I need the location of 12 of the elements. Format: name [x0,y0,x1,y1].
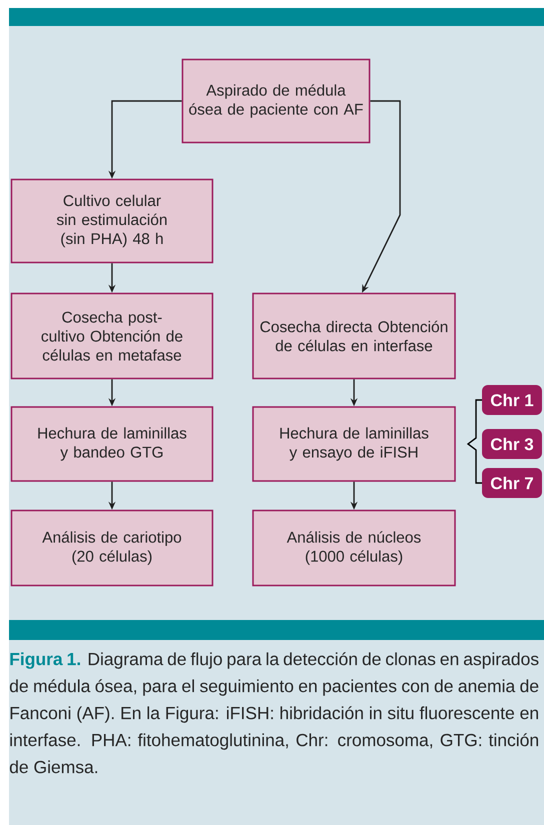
process-box: Análisis de cariotipo (20 células) [10,510,214,586]
label-badge: Chr 3 [482,429,542,459]
process-box: Hechura de laminillas y ensayo de iFISH [252,406,456,482]
process-box: Cultivo celular sin estimulación (sin PHA) 48 h [10,178,214,264]
caption: Figura 1. Diagrama de flujo para la detección de clonas en aspirados de médula ósea, para el seguimiento en pacientes con de anemia de Fanconi (AF). En la Figura: iFISH: hibridación in situ fluorescente en interfase. PHA: fitohematoglutinina, Chr: cromosoma, GTG: tinción de Giemsa. [10,652,538,774]
label-badge: Chr 7 [482,468,542,498]
process-box: Análisis de núcleos (1000 células) [252,510,456,586]
process-box: Aspirado de médula ósea de paciente con AF [182,58,370,144]
process-box: Cosecha post-cultivo Obtención de células en metafase [10,292,214,380]
label-badge: Chr 1 [482,385,542,415]
process-box: Cosecha directa Obtención de células en interfase [252,292,456,380]
process-box: Hechura de laminillas y bandeo GTG [10,406,214,482]
